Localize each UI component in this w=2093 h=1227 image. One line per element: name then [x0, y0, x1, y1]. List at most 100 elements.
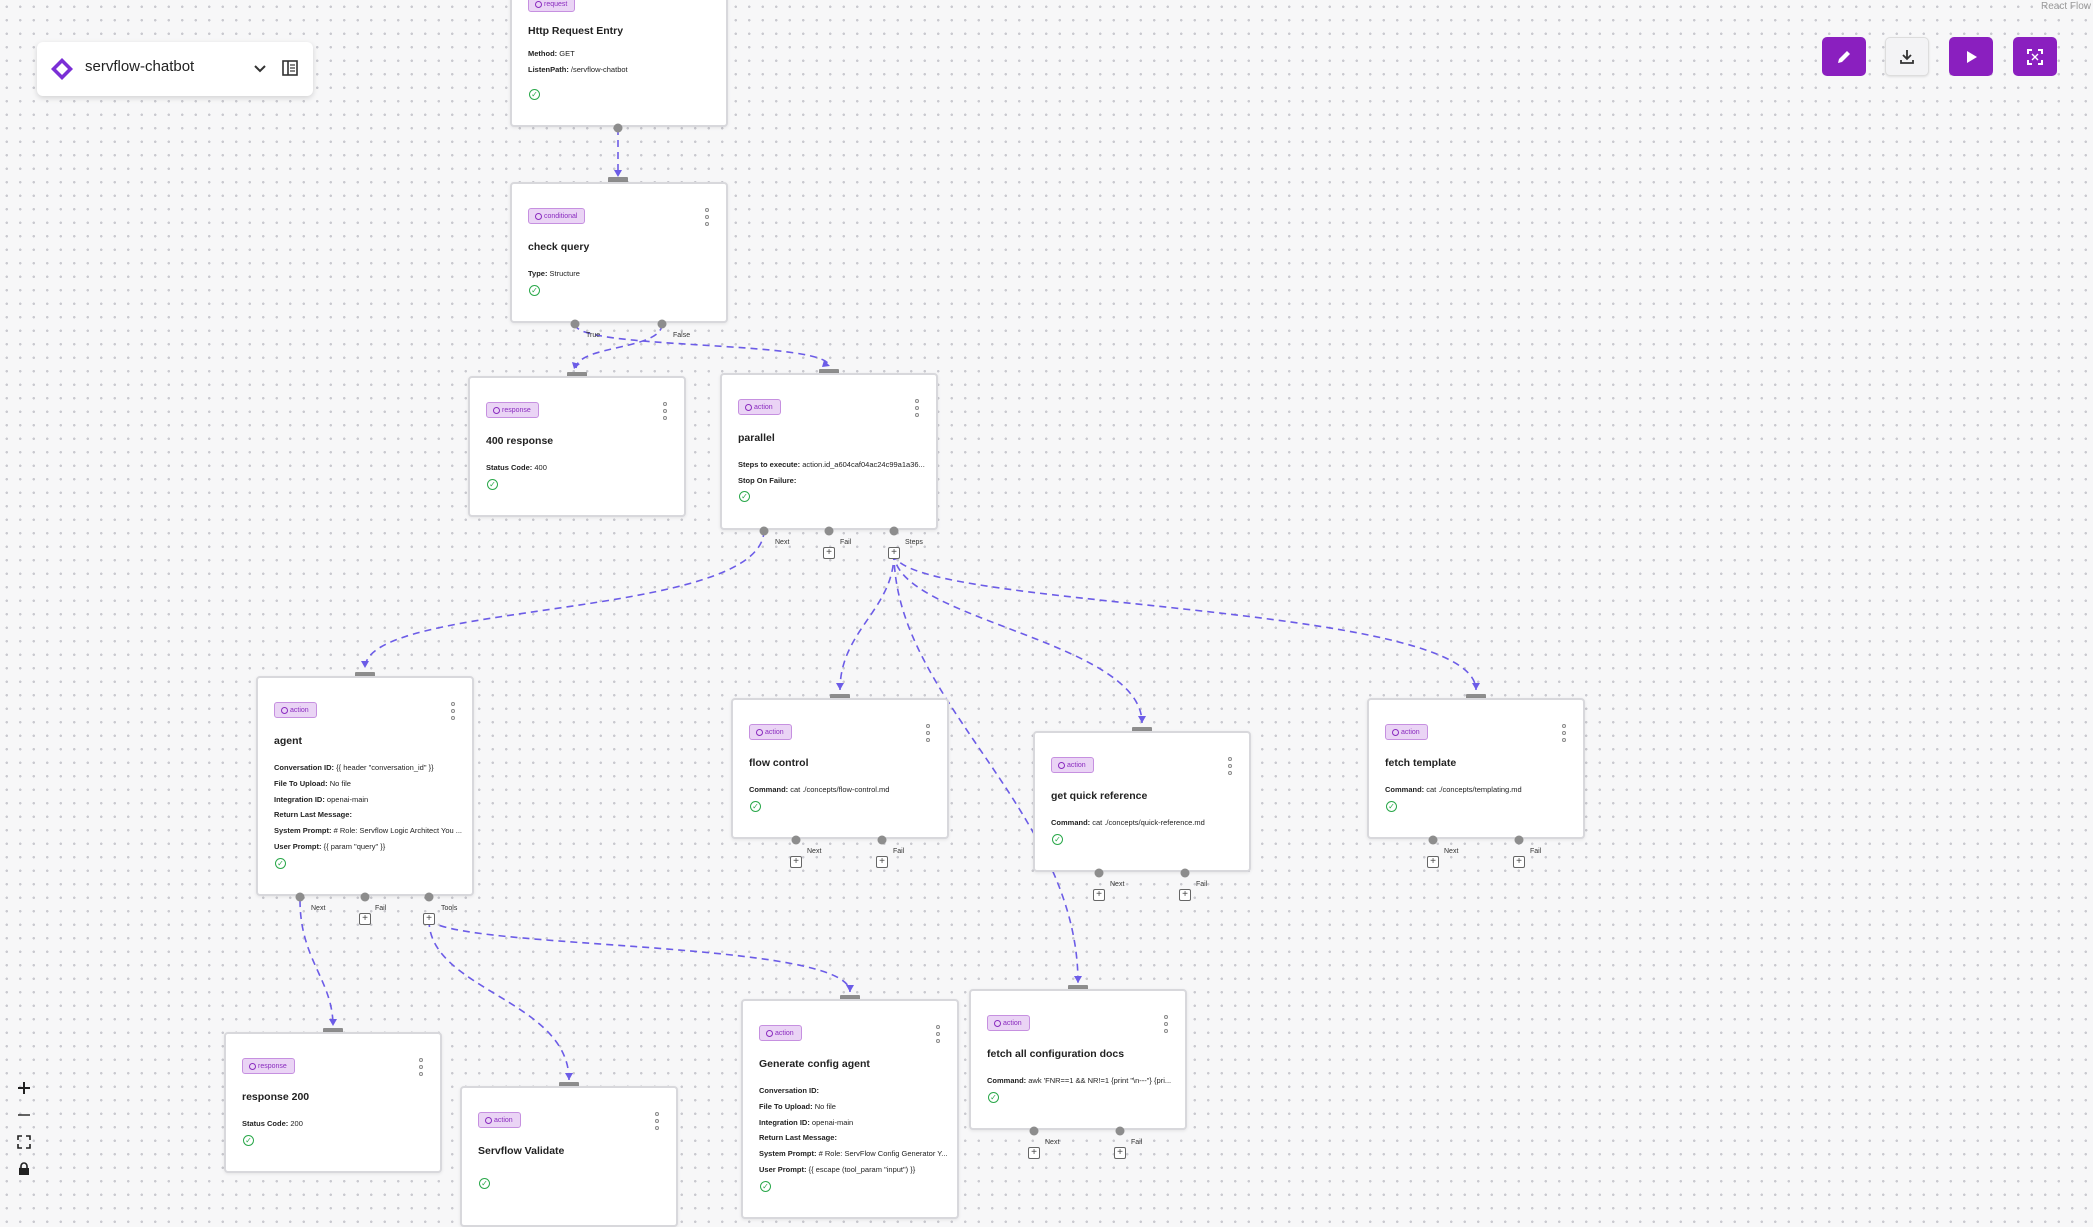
- status-check-icon: ✓: [750, 801, 761, 812]
- output-handle[interactable]: [613, 123, 623, 133]
- input-handle[interactable]: [608, 177, 628, 185]
- node-agent[interactable]: action agent Conversation ID: {{ header …: [256, 676, 474, 896]
- field-value: cat ./concepts/quick-reference.md: [1090, 818, 1205, 827]
- add-step-button[interactable]: +: [888, 547, 900, 559]
- output-handle-fail[interactable]: [877, 835, 887, 845]
- node-title: Servflow Validate: [478, 1145, 565, 1157]
- edit-button[interactable]: [1822, 37, 1866, 76]
- add-step-button[interactable]: +: [359, 913, 371, 925]
- add-step-button[interactable]: +: [1028, 1147, 1040, 1159]
- sidebar-toggle-icon[interactable]: [281, 59, 299, 77]
- node-get-quick-reference[interactable]: action get quick reference Command: cat …: [1033, 731, 1251, 872]
- port-label-steps: Steps: [905, 539, 923, 546]
- field-label: System Prompt:: [274, 826, 332, 836]
- tag-icon: [1392, 728, 1399, 736]
- output-handle-fail[interactable]: [824, 526, 834, 536]
- add-step-button[interactable]: +: [423, 913, 435, 925]
- field-value: action.id_a604caf04ac24c99a1a36...: [800, 460, 925, 469]
- node-menu-icon[interactable]: [914, 399, 920, 417]
- react-flow-attribution[interactable]: React Flow: [2040, 1, 2091, 12]
- node-tag-label: action: [754, 403, 773, 411]
- output-handle-fail[interactable]: [1514, 835, 1524, 845]
- node-menu-icon[interactable]: [1227, 757, 1233, 775]
- zoom-in-button[interactable]: [12, 1077, 36, 1098]
- node-generate-config-agent[interactable]: action Generate config agent Conversatio…: [741, 999, 959, 1219]
- node-menu-icon[interactable]: [654, 1112, 660, 1130]
- node-menu-icon[interactable]: [662, 402, 668, 420]
- output-handle-fail[interactable]: [1115, 1126, 1125, 1136]
- output-handle-next[interactable]: [759, 526, 769, 536]
- node-tag: response: [486, 402, 539, 418]
- chevron-down-icon[interactable]: [252, 60, 268, 76]
- tag-icon: [766, 1029, 773, 1037]
- status-check-icon: ✓: [1052, 834, 1063, 845]
- add-step-button[interactable]: +: [1427, 856, 1439, 868]
- field-value: {{ header "conversation_id" }}: [334, 763, 434, 772]
- fullscreen-button[interactable]: [2013, 37, 2057, 76]
- node-http-request-entry[interactable]: request Http Request Entry Method: GET L…: [510, 0, 728, 127]
- download-button[interactable]: [1885, 37, 1929, 76]
- tag-icon: [756, 728, 763, 736]
- port-label-next: Next: [775, 539, 790, 546]
- plus-icon: [18, 1081, 30, 1094]
- field-label: Stop On Failure:: [738, 475, 797, 485]
- edge-agent-next-to-200: [299, 899, 334, 1027]
- tag-icon: [249, 1062, 256, 1070]
- node-menu-icon[interactable]: [925, 724, 931, 742]
- tag-icon: [281, 706, 288, 714]
- download-icon: [1900, 49, 1914, 64]
- node-fields: Command: cat ./concepts/templating.md: [1385, 782, 1522, 798]
- node-fetch-all-configuration-docs[interactable]: action fetch all configuration docs Comm…: [969, 989, 1187, 1130]
- node-fields: Status Code: 400: [486, 460, 547, 476]
- node-400-response[interactable]: response 400 response Status Code: 400 ✓: [468, 376, 686, 517]
- add-step-button[interactable]: +: [1513, 856, 1525, 868]
- output-handle-next[interactable]: [295, 892, 305, 902]
- output-handle-steps[interactable]: [889, 526, 899, 536]
- output-handle-next[interactable]: [1094, 868, 1104, 878]
- add-step-button[interactable]: +: [823, 547, 835, 559]
- node-fetch-template[interactable]: action fetch template Command: cat ./con…: [1367, 698, 1585, 839]
- output-handle-next[interactable]: [791, 835, 801, 845]
- port-label-next: Next: [311, 905, 326, 912]
- field-label: Conversation ID:: [274, 763, 335, 772]
- output-handle-fail[interactable]: [1180, 868, 1190, 878]
- output-handle-false[interactable]: [657, 319, 667, 329]
- node-menu-icon[interactable]: [1561, 724, 1567, 742]
- add-step-button[interactable]: +: [876, 856, 888, 868]
- flow-selector[interactable]: servflow-chatbot: [37, 42, 313, 96]
- add-step-button[interactable]: +: [1179, 889, 1191, 901]
- field-label: User Prompt:: [759, 1164, 807, 1174]
- add-step-button[interactable]: +: [1093, 889, 1105, 901]
- fit-view-button[interactable]: [12, 1131, 36, 1152]
- field-value: openai-main: [324, 794, 369, 804]
- node-parallel[interactable]: action parallel Steps to execute: action…: [720, 373, 938, 530]
- field-label: Type:: [528, 269, 548, 278]
- output-handle-fail[interactable]: [360, 892, 370, 902]
- node-servflow-validate[interactable]: action Servflow Validate ✓: [460, 1086, 678, 1227]
- node-menu-icon[interactable]: [704, 208, 710, 226]
- pencil-icon: [1838, 50, 1850, 63]
- node-tag-label: conditional: [544, 212, 578, 220]
- node-menu-icon[interactable]: [418, 1058, 424, 1076]
- node-fields: Command: awk 'FNR==1 && NR!=1 {print "\n…: [987, 1073, 1171, 1089]
- add-step-button[interactable]: +: [1114, 1147, 1126, 1159]
- node-fields: Conversation ID: File To Upload: No file…: [759, 1083, 948, 1178]
- node-check-query[interactable]: conditional check query Type: Structure …: [510, 182, 728, 323]
- output-handle-next[interactable]: [1428, 835, 1438, 845]
- node-menu-icon[interactable]: [935, 1025, 941, 1043]
- node-fields: Command: cat ./concepts/flow-control.md: [749, 782, 889, 798]
- node-response-200[interactable]: response response 200 Status Code: 200 ✓: [224, 1032, 442, 1173]
- node-flow-control[interactable]: action flow control Command: cat ./conce…: [731, 698, 949, 839]
- add-step-button[interactable]: +: [790, 856, 802, 868]
- node-menu-icon[interactable]: [1163, 1015, 1169, 1033]
- output-handle-next[interactable]: [1029, 1126, 1039, 1136]
- output-handle-tools[interactable]: [424, 892, 434, 902]
- port-label-fail: Fail: [1530, 848, 1542, 855]
- field-label: User Prompt:: [274, 841, 322, 851]
- node-menu-icon[interactable]: [450, 702, 456, 720]
- lock-button[interactable]: [12, 1158, 36, 1179]
- output-handle-true[interactable]: [570, 319, 580, 329]
- run-button[interactable]: [1949, 37, 1993, 76]
- zoom-out-button[interactable]: [12, 1104, 36, 1125]
- port-label-next: Next: [1045, 1139, 1060, 1146]
